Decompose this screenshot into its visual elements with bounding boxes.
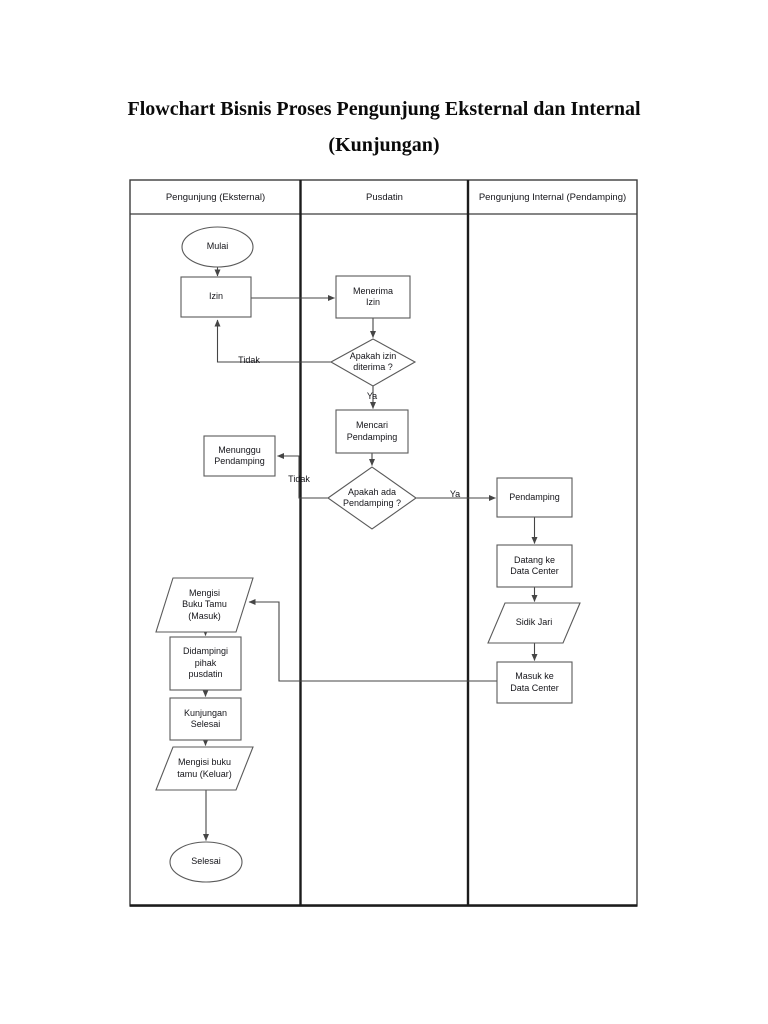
node-apakah-izin-diterima-shape: [329, 338, 417, 387]
node-didampingi-pihak-pusdatin-shape: [169, 636, 242, 691]
edge-decision-izin-tidak-to-izin: [214, 319, 331, 363]
lane-header-pengunjung-eksternal: Pengunjung (Eksternal): [165, 192, 266, 203]
node-selesai-shape: [169, 841, 243, 883]
node-menerima-izin-shape: [335, 275, 411, 319]
node-pendamping-shape: [496, 477, 573, 518]
node-izin-shape: [180, 276, 252, 318]
edge-label-tidak-izin: Tidak: [238, 355, 260, 365]
edge-decision-pendamping-tidak-to-menunggu: [277, 453, 328, 499]
node-mengisi-buku-tamu-masuk-shape: [155, 577, 254, 633]
node-datang-ke-data-center-shape: [496, 544, 573, 588]
node-mengisi-buku-tamu-keluar-shape: [155, 746, 254, 791]
edge-masuk-to-mengisi-buku-tamu-masuk: [248, 599, 497, 682]
lane-header-pengunjung-internal: Pengunjung Internal (Pendamping): [478, 192, 627, 203]
node-mulai-shape: [181, 226, 254, 268]
node-shapes: [155, 226, 581, 883]
node-sidik-jari-shape: [487, 602, 581, 644]
edge-label-ya-izin: Ya: [366, 391, 378, 401]
edge-label-ya-pendamping: Ya: [449, 489, 461, 499]
edge-label-tidak-pendamping: Tidak: [288, 474, 310, 484]
node-apakah-ada-pendamping-shape: [327, 466, 417, 530]
node-masuk-ke-data-center-shape: [496, 661, 573, 704]
edges: [202, 267, 538, 841]
page-title: Flowchart Bisnis Proses Pengunjung Ekste…: [127, 98, 641, 156]
node-kunjungan-selesai-shape: [169, 697, 242, 741]
node-mencari-pendamping-shape: [335, 409, 409, 454]
swimlane-frame: [129, 179, 638, 907]
lane-header-pusdatin: Pusdatin: [366, 192, 403, 203]
node-menunggu-pendamping-shape: [203, 435, 276, 477]
